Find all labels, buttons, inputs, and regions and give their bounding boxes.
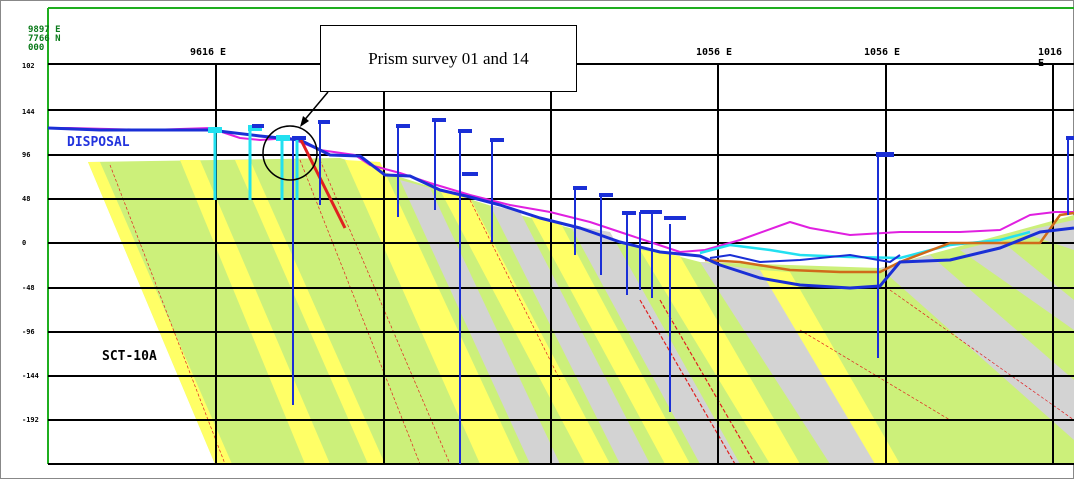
profile-blue-2 [709, 254, 901, 263]
section-label: SCT-10A [102, 349, 157, 364]
fault-trace [299, 159, 421, 464]
disposal-label: DISPOSAL [67, 135, 130, 150]
strata-gray-1 [400, 180, 560, 464]
elevation-label: -144 [22, 372, 39, 380]
station-label: 9616 E [189, 47, 227, 58]
station-label: 1016 E [1037, 47, 1063, 69]
strata-yellow-1 [88, 162, 232, 464]
station-label: 1056 E [695, 47, 733, 58]
elevation-label: -48 [22, 284, 35, 292]
elevation-label: -192 [22, 416, 39, 424]
strata-layer [88, 158, 1074, 464]
instrument-holes [292, 122, 1069, 464]
strata-gray-2 [490, 205, 650, 464]
strata-yellow-6 [530, 215, 690, 464]
elevation-label: 0 [22, 239, 27, 247]
strata-gray-4 [700, 262, 880, 464]
callout-arrow [301, 91, 329, 124]
elevation-label: 144 [22, 108, 35, 116]
prism-markers [213, 130, 299, 200]
strata-yellow-7 [640, 250, 800, 464]
station-label: 1056 E [863, 47, 901, 58]
fault-trace [889, 289, 1074, 421]
callout-text: Prism survey 01 and 14 [368, 48, 529, 68]
fault-trace [469, 199, 561, 381]
strata-gray-3 [570, 225, 740, 464]
callout-arrowhead [300, 116, 309, 127]
strata-yellow-8 [760, 270, 900, 464]
callout-box: Prism survey 01 and 14 [320, 25, 577, 92]
fault-trace [639, 299, 736, 464]
elevation-label: -96 [22, 328, 35, 336]
profile-magenta [48, 127, 1074, 253]
fault-line-red [298, 137, 347, 229]
fault-trace [659, 299, 756, 464]
strata-gray-5 [880, 255, 1074, 440]
strata-yellow-5 [440, 190, 610, 464]
strata-yellow-4 [345, 160, 520, 464]
elevation-label: 102 [22, 62, 35, 70]
elevation-label: 48 [22, 195, 31, 203]
strata-yellow-3 [235, 160, 385, 464]
profile-orange [704, 211, 1074, 274]
profile-cyan [699, 230, 1031, 260]
callout-circle [262, 125, 318, 181]
fault-trace [109, 164, 226, 464]
instrument-tags [252, 118, 1074, 220]
elevation-label: 96 [22, 151, 31, 159]
corner-coordinates: 9897 E 7766 N 000 [28, 25, 61, 53]
strata-gray-6 [960, 240, 1074, 330]
